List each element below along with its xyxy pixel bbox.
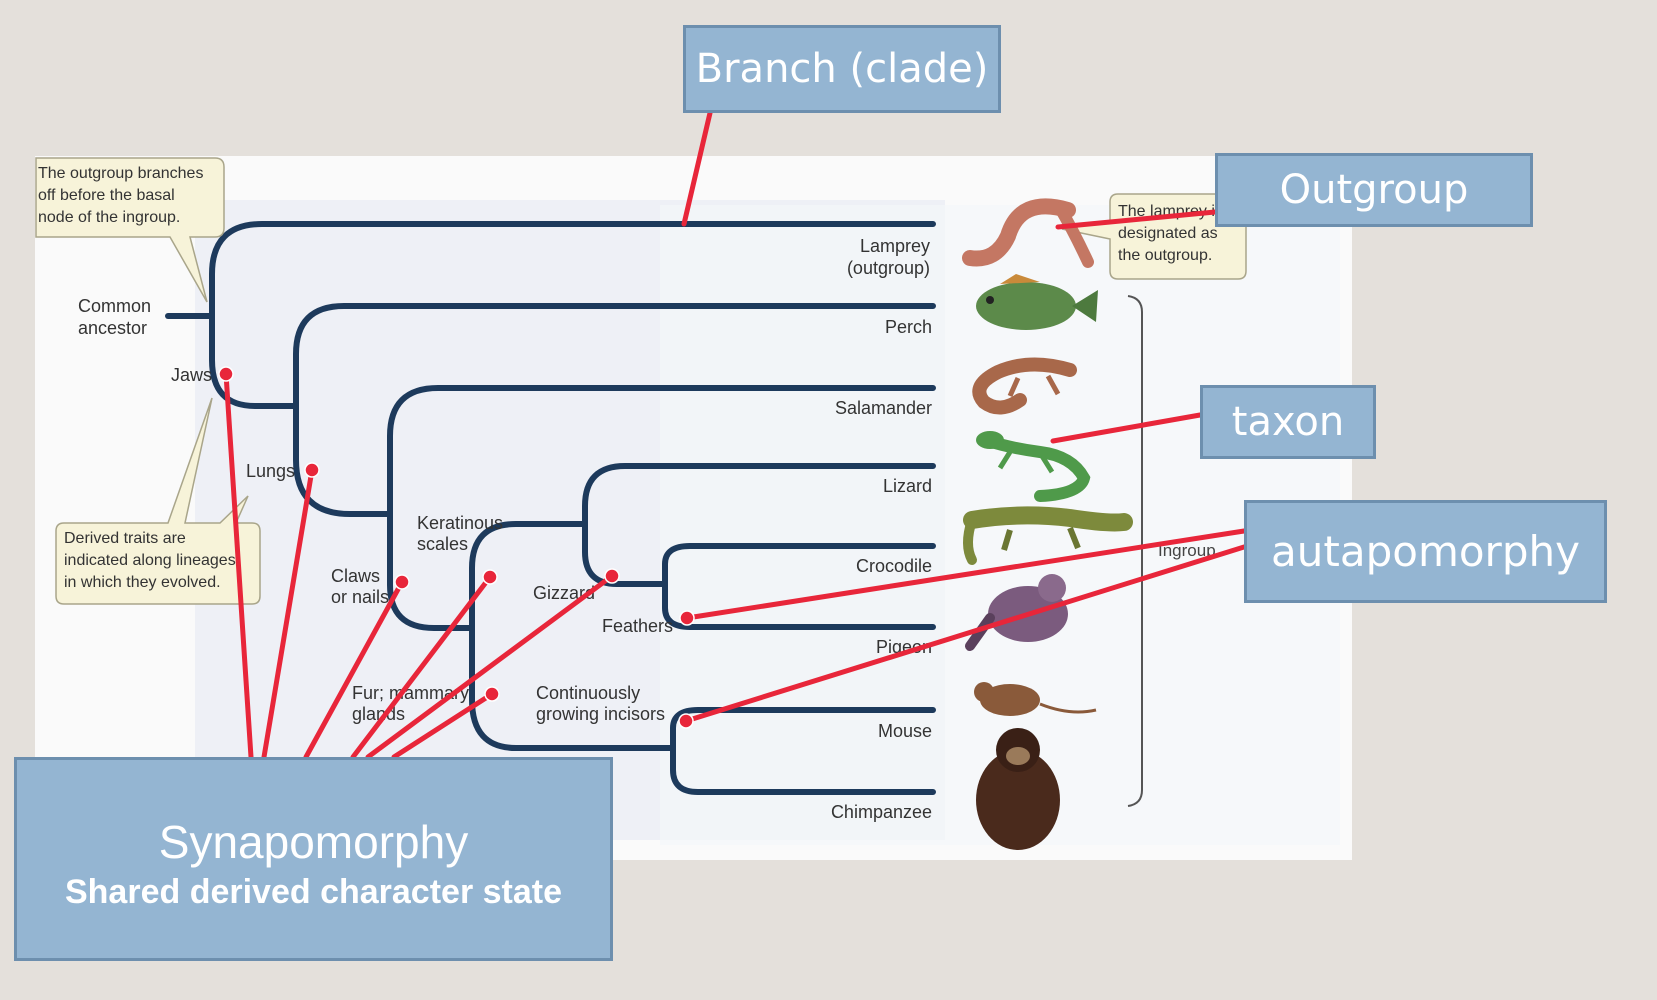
taxon-label-perch: Perch <box>885 317 932 337</box>
note-derived-traits <box>55 397 261 605</box>
taxon-sub-lamprey: (outgroup) <box>847 258 930 278</box>
branch-reptiles <box>469 521 588 631</box>
callout-taxon-text: taxon <box>1231 399 1345 445</box>
pointer-branch <box>681 110 713 227</box>
ingroup-label: Ingroup <box>1158 541 1216 560</box>
trait-markers <box>218 366 695 729</box>
branch-ingroup <box>209 313 299 409</box>
pointer-gizzard <box>365 573 615 760</box>
branch-pigeon <box>662 581 936 630</box>
branch-lamprey <box>209 221 936 319</box>
crocodile-image <box>963 506 1133 565</box>
common-ancestor-line-2: ancestor <box>78 318 147 338</box>
common-ancestor-label: Common ancestor <box>78 296 156 338</box>
pointer-claws <box>303 579 405 760</box>
trait-jaws: Jaws <box>171 365 212 385</box>
trait-incisors-line-1: Continuously <box>536 683 640 703</box>
organism-images <box>962 198 1133 850</box>
callout-taxon: taxon <box>1200 385 1376 459</box>
pointer-lines <box>223 110 1247 760</box>
trait-labels: Jaws Lungs Claws or nails Keratinous sca… <box>171 365 673 724</box>
salamander-image <box>972 357 1077 415</box>
common-ancestor-line-1: Common <box>78 296 151 316</box>
marker-incisors <box>678 713 694 729</box>
callout-branch-text: Branch (clade) <box>695 46 989 92</box>
callout-autapomorphy-text: autapomorphy <box>1271 527 1580 576</box>
lamprey-image <box>962 198 1094 268</box>
note-outgroup-line-2: off before the basal <box>38 187 175 204</box>
taxon-labels: Lamprey (outgroup) Perch Salamander Liza… <box>831 236 932 822</box>
note-derived-traits-text: Derived traits are indicated along linea… <box>64 530 240 591</box>
marker-gizzard <box>604 568 620 584</box>
pointer-lungs <box>261 467 315 760</box>
lizard-image <box>976 431 1091 502</box>
pointer-fur <box>391 691 495 760</box>
marker-jaws <box>218 366 234 382</box>
taxon-label-pigeon: Pigeon <box>876 637 932 657</box>
trait-fur-line-1: Fur; mammary <box>352 683 469 703</box>
branch-mammals <box>469 625 676 751</box>
pointer-taxon <box>1050 412 1203 444</box>
tree-branches <box>165 221 936 795</box>
callout-synapomorphy: Synapomorphy Shared derived character st… <box>14 757 613 961</box>
callout-branch-clade: Branch (clade) <box>683 25 1001 113</box>
pointer-autapomorphy-feathers <box>684 528 1247 621</box>
note-outgroup-branches-text: The outgroup branches off before the bas… <box>38 165 208 226</box>
note-derived-line-2: indicated along lineages <box>64 552 236 569</box>
branch-chimpanzee <box>670 745 936 795</box>
branch-perch <box>293 303 936 409</box>
taxon-label-salamander: Salamander <box>835 398 932 418</box>
callout-synapomorphy-subtitle: Shared derived character state <box>64 873 563 911</box>
trait-keratinous-line-1: Keratinous <box>417 513 503 533</box>
branch-amniotes <box>387 511 475 631</box>
pointer-autapomorphy-incisors <box>683 544 1247 724</box>
perch-image <box>976 274 1098 330</box>
note-derived-line-3: in which they evolved. <box>64 574 221 591</box>
note-lamprey-line-2: designated as <box>1118 225 1218 242</box>
callout-outgroup-text: Outgroup <box>1279 167 1469 213</box>
callout-outgroup: Outgroup <box>1215 153 1533 227</box>
taxon-label-crocodile: Crocodile <box>856 556 932 576</box>
ingroup-bracket <box>1127 295 1143 807</box>
marker-feathers <box>679 610 695 626</box>
note-derived-line-1: Derived traits are <box>64 530 186 547</box>
callout-autapomorphy: autapomorphy <box>1244 500 1607 603</box>
branch-crocodile <box>662 543 936 587</box>
pointer-keratinous <box>350 574 493 760</box>
trait-incisors-line-2: growing incisors <box>536 704 665 724</box>
trait-claws-line-2: or nails <box>331 587 389 607</box>
branch-tetrapods <box>293 403 393 517</box>
pointer-outgroup <box>1055 209 1218 230</box>
note-outgroup-line-1: The outgroup branches <box>38 165 203 182</box>
note-outgroup-line-3: node of the ingroup. <box>38 209 180 226</box>
chimpanzee-image <box>976 728 1060 850</box>
trait-claws-line-1: Claws <box>331 566 380 586</box>
marker-fur <box>484 686 500 702</box>
trait-feathers: Feathers <box>602 616 673 636</box>
marker-lungs <box>304 462 320 478</box>
taxon-label-mouse: Mouse <box>878 721 932 741</box>
taxon-label-lizard: Lizard <box>883 476 932 496</box>
branch-salamander <box>387 385 936 517</box>
marker-claws <box>394 574 410 590</box>
note-lamprey-line-3: the outgroup. <box>1118 247 1212 264</box>
callout-synapomorphy-title: Synapomorphy <box>158 816 469 868</box>
branch-lizard <box>582 463 936 527</box>
taxon-label-lamprey: Lamprey <box>860 236 930 256</box>
branch-mouse <box>670 707 936 751</box>
mouse-image <box>974 682 1097 716</box>
marker-keratinous <box>482 569 498 585</box>
trait-lungs: Lungs <box>246 461 295 481</box>
trait-keratinous-line-2: scales <box>417 534 468 554</box>
pointer-jaws <box>223 371 254 760</box>
branch-archosaurs <box>582 521 668 587</box>
taxon-label-chimpanzee: Chimpanzee <box>831 802 932 822</box>
note-outgroup-branches <box>35 157 225 303</box>
